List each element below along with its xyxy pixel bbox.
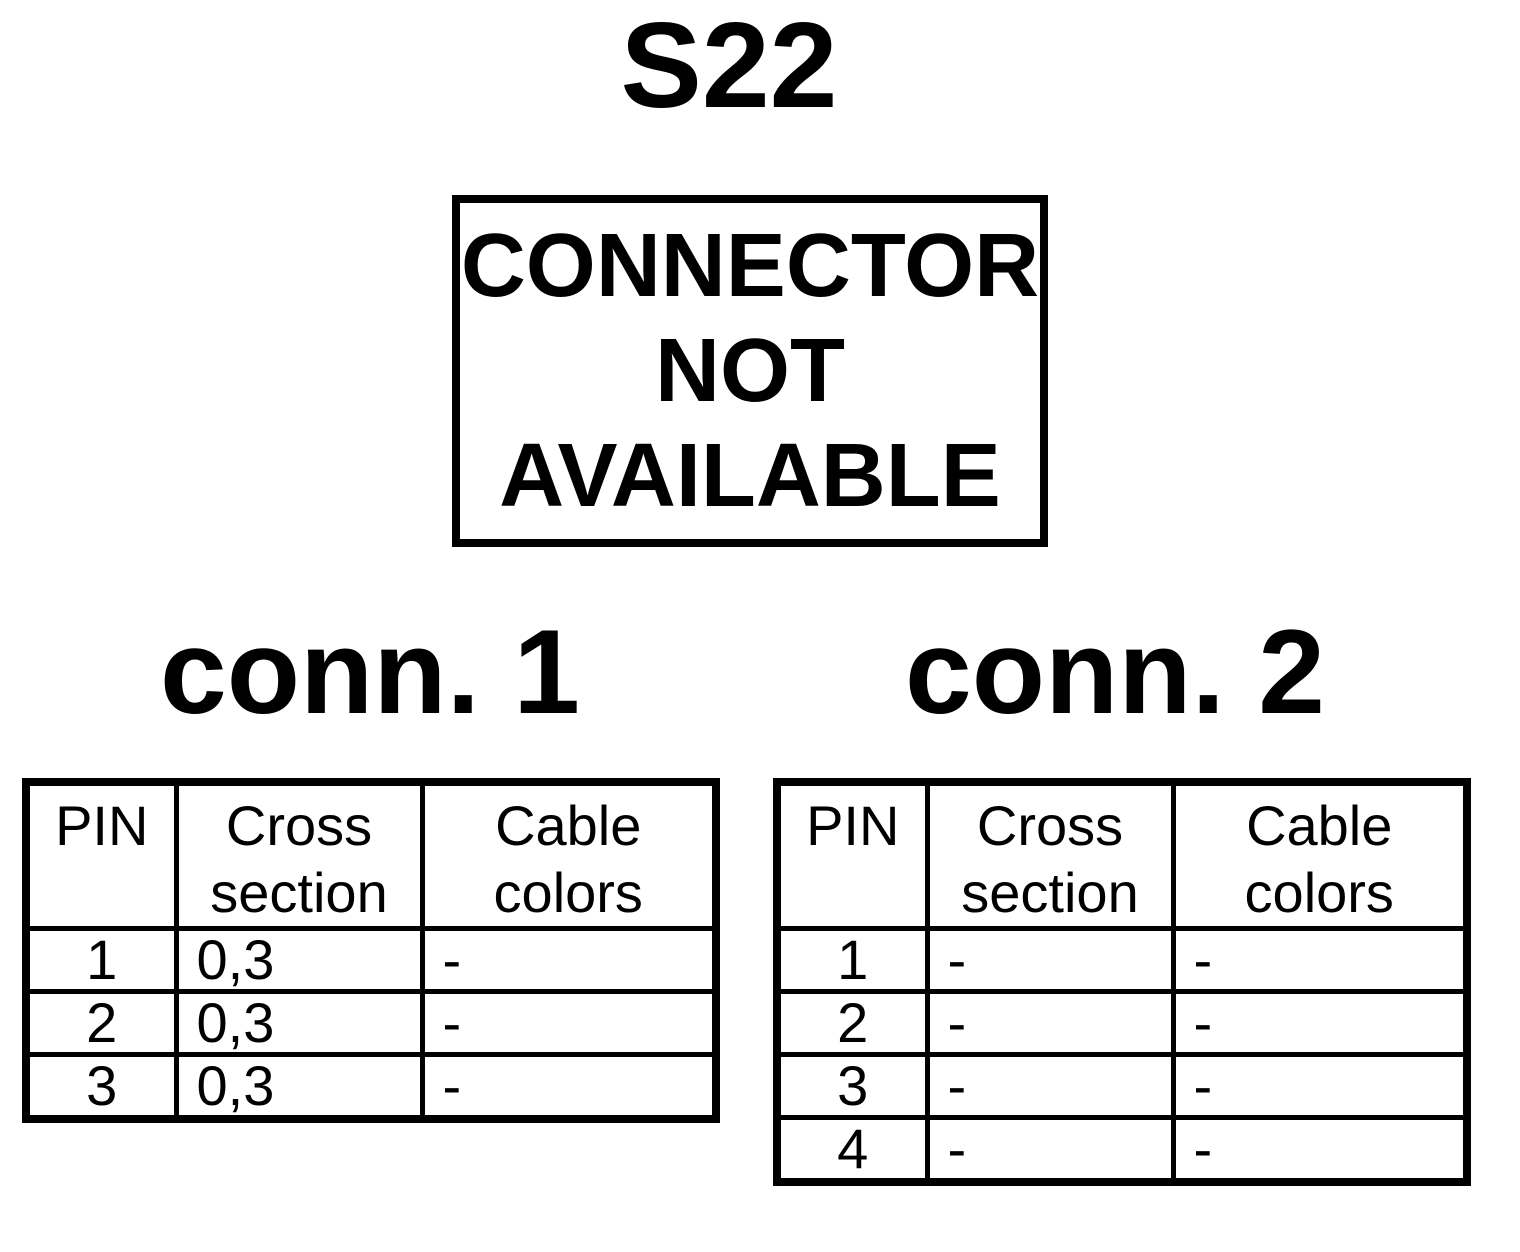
table-cell: 3 bbox=[774, 1052, 930, 1120]
notice-line: CONNECTOR bbox=[460, 215, 1040, 316]
notice-line: NOT bbox=[655, 320, 845, 421]
connector-2-heading: conn. 2 bbox=[904, 605, 1326, 739]
table-cell: 1 bbox=[23, 926, 179, 994]
column-header: PIN bbox=[23, 779, 179, 931]
table-cell: 0,3 bbox=[173, 989, 425, 1057]
column-header: Cross section bbox=[924, 779, 1176, 931]
table-cell: 2 bbox=[23, 989, 179, 1057]
table-cell: - bbox=[419, 989, 719, 1057]
table-cell: - bbox=[924, 1052, 1176, 1120]
column-header: Cable colors bbox=[1170, 779, 1470, 931]
table-row: 4-- bbox=[774, 1115, 1470, 1185]
table-cell: 2 bbox=[774, 989, 930, 1057]
table-cell: 3 bbox=[23, 1052, 179, 1122]
table-row: 3-- bbox=[774, 1052, 1470, 1120]
table-row: 2-- bbox=[774, 989, 1470, 1057]
table-cell: - bbox=[419, 1052, 719, 1122]
table-cell: 0,3 bbox=[173, 1052, 425, 1122]
connector-not-available-box: CONNECTOR NOT AVAILABLE bbox=[452, 195, 1048, 547]
column-header: Cross section bbox=[173, 779, 425, 931]
table-cell: - bbox=[1170, 926, 1470, 994]
table-cell: - bbox=[924, 989, 1176, 1057]
notice-line: AVAILABLE bbox=[499, 425, 1001, 526]
column-header: PIN bbox=[774, 779, 930, 931]
column-header: Cable colors bbox=[419, 779, 719, 931]
table-cell: 0,3 bbox=[173, 926, 425, 994]
page-title: S22 bbox=[620, 0, 838, 133]
table-cell: - bbox=[419, 926, 719, 994]
table-row: 1-- bbox=[774, 926, 1470, 994]
table-cell: - bbox=[1170, 1052, 1470, 1120]
table-cell: - bbox=[1170, 989, 1470, 1057]
table-cell: - bbox=[1170, 1115, 1470, 1185]
table-cell: 1 bbox=[774, 926, 930, 994]
table-cell: 4 bbox=[774, 1115, 930, 1185]
connector-1-heading: conn. 1 bbox=[159, 605, 581, 739]
table-cell: - bbox=[924, 926, 1176, 994]
table-cell: - bbox=[924, 1115, 1176, 1185]
